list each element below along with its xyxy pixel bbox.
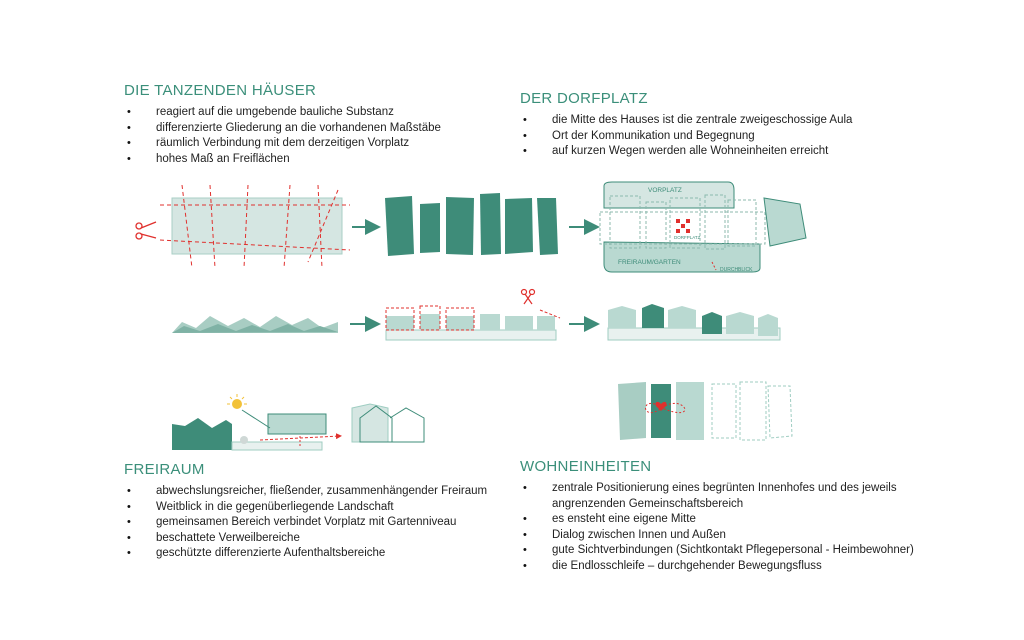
label-durchblick: DURCHBLICK — [720, 267, 753, 273]
dorfplatz-marker-icon — [676, 219, 690, 233]
wohneinheiten-plan — [618, 381, 793, 441]
list-item: hohes Maß an Freiflächen — [124, 152, 484, 168]
dancing-houses-diagram — [385, 193, 558, 256]
list-item: Ort der Kommunikation und Begegnung — [520, 129, 900, 145]
section-title: FREIRAUM — [124, 461, 205, 478]
sun-icon — [232, 399, 242, 409]
section-tanzende-haeuser: DIE TANZENDEN HÄUSER reagiert auf die um… — [124, 82, 484, 167]
list-item: räumlich Verbindung mit dem derzeitigen … — [124, 136, 484, 152]
list-item: reagiert auf die umgebende bauliche Subs… — [124, 105, 484, 121]
heart-icon — [655, 401, 667, 411]
section-dorfplatz: DER DORFPLATZ die Mitte des Hauses ist d… — [520, 90, 900, 160]
cut-diagram — [135, 184, 351, 269]
bullet-list: zentrale Positionierung eines begrünten … — [520, 481, 920, 574]
massing-section — [385, 288, 561, 341]
list-item: auf kurzen Wegen werden alle Wohneinheit… — [520, 144, 900, 160]
landscape-section — [172, 316, 338, 333]
list-item: geschützte differenzierte Aufenthaltsber… — [124, 546, 504, 562]
section-title: WOHNEINHEITEN — [520, 458, 652, 475]
scissors-icon — [520, 288, 536, 305]
list-item: die Endlosschleife – durchgehender Beweg… — [520, 559, 920, 575]
list-item: es ensteht eine eigene Mitte — [520, 512, 920, 528]
list-item: gemeinsamen Bereich verbindet Vorplatz m… — [124, 515, 504, 531]
roofscape-section — [607, 304, 781, 341]
list-item: abwechslungsreicher, fließender, zusamme… — [124, 484, 504, 500]
list-item: Dialog zwischen Innen und Außen — [520, 528, 920, 544]
list-item: zentrale Positionierung eines begrünten … — [520, 481, 920, 512]
section-title: DIE TANZENDEN HÄUSER — [124, 82, 317, 99]
list-item: Weitblick in die gegenüberliegende Lands… — [124, 500, 504, 516]
freiraum-section — [172, 394, 425, 451]
dorfplatz-plan-diagram: VORPLATZ DORFPLATZ FREIRAUM/GARTEN DURCH… — [599, 181, 807, 273]
bullet-list: abwechslungsreicher, fließender, zusamme… — [124, 484, 504, 562]
list-item: die Mitte des Hauses ist die zentrale zw… — [520, 113, 900, 129]
label-vorplatz: VORPLATZ — [648, 187, 682, 194]
bullet-list: reagiert auf die umgebende bauliche Subs… — [124, 105, 484, 167]
label-freiraum-garten: FREIRAUM/GARTEN — [618, 259, 681, 266]
list-item: beschattete Verweilbereiche — [124, 531, 504, 547]
section-wohneinheiten: WOHNEINHEITEN zentrale Positionierung ei… — [520, 458, 920, 574]
section-title: DER DORFPLATZ — [520, 90, 648, 107]
list-item: differenzierte Gliederung an die vorhand… — [124, 121, 484, 137]
scissors-icon — [135, 221, 157, 240]
list-item: gute Sichtverbindungen (Sichtkontakt Pfl… — [520, 543, 920, 559]
section-freiraum: FREIRAUM abwechslungsreicher, fließender… — [124, 461, 504, 562]
label-dorfplatz: DORFPLATZ — [674, 235, 701, 240]
tree-icon — [240, 436, 248, 444]
bullet-list: die Mitte des Hauses ist die zentrale zw… — [520, 113, 900, 160]
